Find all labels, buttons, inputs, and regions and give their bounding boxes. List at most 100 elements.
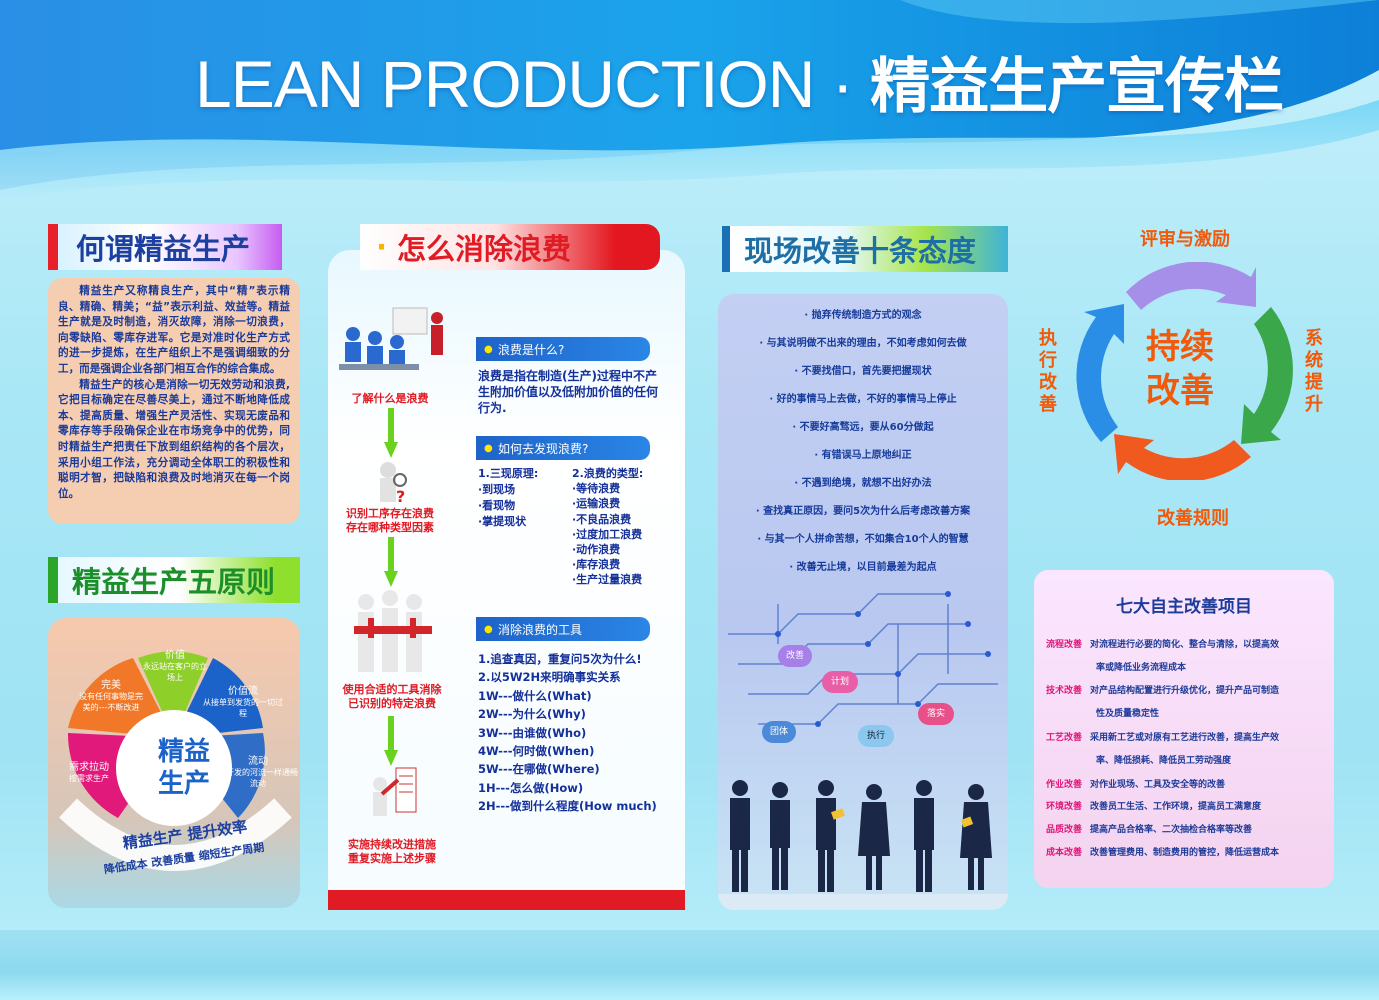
item-value: 改善员工生活、工作环境，提高员工满意度 <box>1090 802 1262 812</box>
cycle-arrow-top <box>1126 262 1256 310</box>
petal-flow: 流动 像开发的河流一样通畅流动 <box>218 752 298 789</box>
section-title-what-is-lean: 何谓精益生产 <box>48 224 282 270</box>
vertical-char: 行 <box>1039 350 1057 371</box>
section-title-text: 精益生产五原则 <box>72 565 276 599</box>
attitude-2: · 与其说明做不出来的理由，不如考虑如何去做 <box>759 338 967 349</box>
five-principles-diagram: 精益 生产 价值 永远站在客户的立场上 价值流 从接单到发货的一切过程 流动 像… <box>48 618 300 908</box>
q1-text: 浪费是指在制造(生产)过程中不产生附加价值以及低附加价值的任何行为. <box>478 369 659 415</box>
step-4-label: 实施持续改进措施 重复实施上述步骤 <box>330 838 454 866</box>
list-item: 1W---做什么(What) <box>478 688 592 703</box>
item-key: 流程改善 <box>1046 640 1083 650</box>
cycle-center-label: 持续 改善 <box>1120 325 1240 413</box>
section-title-five-principles: 精益生产五原则 <box>48 557 300 603</box>
list-item: 5W---在哪做(Where) <box>478 762 600 777</box>
section-title-ten-attitudes: 现场改善十条态度 <box>722 226 1008 272</box>
cycle-label-bottom: 改善规则 <box>1157 508 1229 529</box>
petal-title: 完美 <box>101 680 121 691</box>
list-item: ·库存浪费 <box>572 558 621 572</box>
cycle-label-top: 评审与激励 <box>1140 229 1230 250</box>
vertical-char: 升 <box>1305 394 1323 415</box>
center-line-1: 精益 <box>157 737 210 767</box>
petal-value: 价值 永远站在客户的立场上 <box>140 646 210 683</box>
three-gen-principle: 1.三现原理: ·到现场 ·看现物 ·掌提现状 <box>478 466 568 530</box>
center-line-2: 改善 <box>1146 371 1214 411</box>
intro-paragraph-1: 精益生产又称精良生产，其中“精”表示精良、精确、精美；“益”表示利益、效益等。精… <box>58 285 290 375</box>
list-item: ·动作浪费 <box>572 543 621 557</box>
vertical-char: 善 <box>1039 394 1057 415</box>
network-node-5: 执行 <box>858 725 894 747</box>
item-key: 品质改善 <box>1046 825 1083 835</box>
waste-tools-list: 1.追查真因，重复问5次为什么! 2.以5W2H来明确事实关系 1W---做什么… <box>478 650 678 816</box>
petal-title: 需求拉动 <box>69 762 109 773</box>
seven-item-4: 作业改善对作业现场、工具及安全等的改善 <box>1046 774 1328 797</box>
petal-desc: 没有任何事物是完美的---不断改进 <box>79 692 143 712</box>
seven-improvement-card: 七大自主改善项目 流程改善对流程进行必要的简化、整合与清除，以提高效 率或降低业… <box>1034 570 1334 888</box>
five-principles-graphic <box>59 651 292 871</box>
step-line: 已识别的特定浪费 <box>348 697 436 710</box>
attitude-6: · 有错误马上原地纠正 <box>814 450 912 461</box>
step-line: 使用合适的工具消除 <box>342 683 442 696</box>
waste-types: 2.浪费的类型: ·等待浪费 ·运输浪费 ·不良品浪费 ·过度加工浪费 ·动作浪… <box>572 466 672 588</box>
list-item: ·到现场 <box>478 483 516 496</box>
checklist-person-icon <box>373 767 417 816</box>
step-2-label: 识别工序存在浪费 存在哪种类型因素 <box>330 507 450 535</box>
petal-title: 价值 <box>165 650 185 661</box>
list-item: 2.以5W2H来明确事实关系 <box>478 670 621 685</box>
center-line-1: 持续 <box>1146 327 1214 367</box>
petal-pull: 需求拉动 按需求生产 <box>56 758 122 784</box>
item-value: 采用新工艺或对原有工艺进行改善，提高生产效 <box>1090 733 1280 743</box>
cycle-label-left: 执 行 改 善 <box>1036 328 1060 416</box>
list-item: ·生产过量浪费 <box>572 573 643 587</box>
col-head: 2.浪费的类型: <box>572 467 644 480</box>
item-value: 提高产品合格率、二次抽检合格率等改善 <box>1090 825 1253 835</box>
cycle-arrow-bottom <box>1114 434 1251 480</box>
list-item: 1H---怎么做(How) <box>478 780 584 795</box>
title-english: LEAN PRODUCTION <box>195 47 815 121</box>
section-title-text: 何谓精益生产 <box>76 232 251 266</box>
item-value: 对流程进行必要的简化、整合与清除，以提高效 <box>1090 640 1280 650</box>
network-node-2: 计划 <box>822 671 858 693</box>
attitude-5: · 不要好高骛远，要从60分做起 <box>792 422 934 433</box>
seven-item-1: 流程改善对流程进行必要的简化、整合与清除，以提高效 率或降低业务流程成本 <box>1046 634 1328 680</box>
item-value: 对作业现场、工具及安全等的改善 <box>1090 780 1226 790</box>
list-item: ·运输浪费 <box>572 497 621 511</box>
step-line: 了解什么是浪费 <box>351 392 429 405</box>
seven-item-6: 品质改善提高产品合格率、二次抽检合格率等改善 <box>1046 819 1328 842</box>
petal-perfect: 完美 没有任何事物是完美的---不断改进 <box>78 676 144 713</box>
petal-desc: 永远站在客户的立场上 <box>143 662 207 682</box>
list-item: ·过度加工浪费 <box>572 527 643 541</box>
vertical-char: 统 <box>1305 350 1323 371</box>
q3-title: 消除浪费的工具 <box>498 622 583 637</box>
item-key: 技术改善 <box>1046 686 1083 696</box>
step-3-label: 使用合适的工具消除 已识别的特定浪费 <box>330 683 454 711</box>
item-key: 成本改善 <box>1046 848 1083 858</box>
cycle-label-right: 系 统 提 升 <box>1302 328 1326 416</box>
center-line-2: 生产 <box>157 769 210 799</box>
five-center-label: 精益 生产 <box>144 736 224 800</box>
list-item: ·不良品浪费 <box>572 512 632 526</box>
q2-title: 如何去发现浪费? <box>498 441 589 456</box>
cycle-arrow-left <box>1076 304 1124 442</box>
page-title: LEAN PRODUCTION · 精益生产宣传栏 <box>195 38 1284 125</box>
continuous-improvement-cycle <box>1076 262 1293 480</box>
step-line: 实施持续改进措施 <box>348 838 436 851</box>
vertical-char: 执 <box>1039 328 1057 349</box>
network-node-4: 团体 <box>762 721 796 743</box>
magnifier-person-icon: ? <box>380 462 407 506</box>
seven-title: 七大自主改善项目 <box>1116 597 1252 617</box>
step-line: 存在哪种类型因素 <box>346 521 434 534</box>
q2-title-bar: 如何去发现浪费? <box>476 436 650 460</box>
step-line: 识别工序存在浪费 <box>346 507 434 520</box>
intro-paragraph-2: 精益生产的核心是消除一切无效劳动和浪费,它把目标确定在尽善尽美上，通过不断地降低… <box>58 378 290 500</box>
network-node-1: 改善 <box>778 645 812 667</box>
title-dot: · <box>376 230 388 264</box>
item-value: 改善管理费用、制造费用的管控，降低运营成本 <box>1090 848 1280 858</box>
down-arrow-icon <box>384 408 398 458</box>
list-item: 2H---做到什么程度(How much) <box>478 799 657 814</box>
network-node-3: 落实 <box>918 703 954 725</box>
item-value-cont: 率或降低业务流程成本 <box>1096 663 1187 673</box>
down-arrow-icon <box>384 537 398 587</box>
svg-text:?: ? <box>396 487 405 506</box>
seven-item-7: 成本改善改善管理费用、制造费用的管控，降低运营成本 <box>1046 842 1328 865</box>
step-1-label: 了解什么是浪费 <box>330 392 450 406</box>
